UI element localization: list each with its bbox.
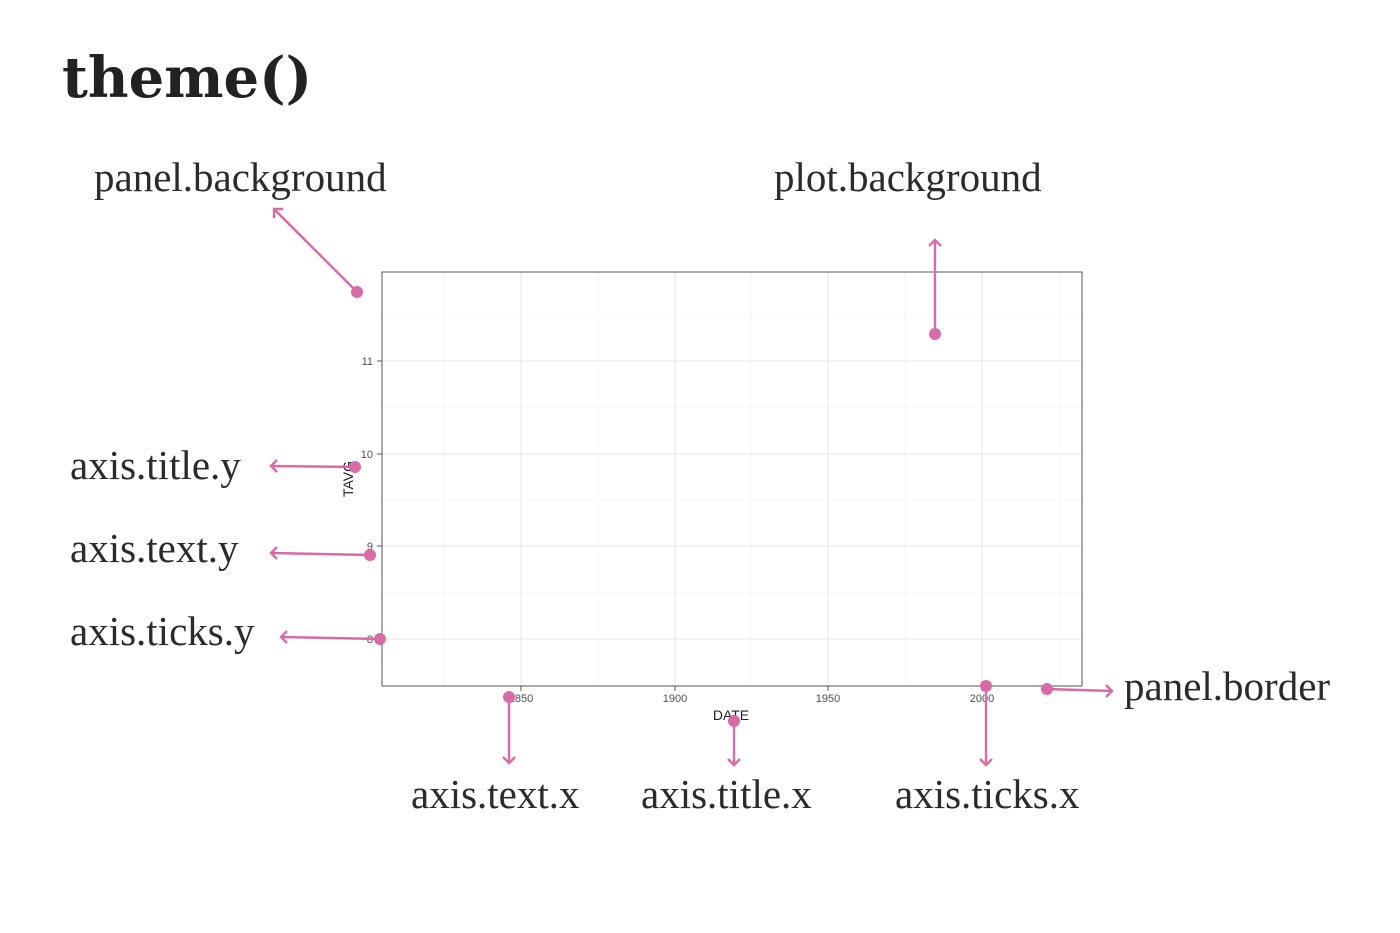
arrowhead-icon xyxy=(928,238,942,247)
anchor-dot xyxy=(349,461,361,473)
y-tick-label: 9 xyxy=(367,541,373,553)
arrowhead-icon xyxy=(272,207,283,218)
panel-grid xyxy=(382,272,1082,686)
x-axis-title: DATE xyxy=(713,707,749,723)
axis-ticks-y-arrow xyxy=(280,635,381,641)
anchor-dot xyxy=(351,286,363,298)
arrowhead-icon xyxy=(502,756,516,765)
panel-background-arrow xyxy=(273,208,358,293)
page-title: theme() xyxy=(62,45,312,111)
y-tick-label: 8 xyxy=(367,634,373,646)
y-tick-label: 11 xyxy=(362,356,373,368)
arrowhead-icon xyxy=(979,758,993,767)
anchor-dot xyxy=(503,691,515,703)
callout-axis-ticks-x: axis.ticks.x xyxy=(895,771,1079,817)
anchor-dot xyxy=(728,715,740,727)
anchor-dot xyxy=(929,328,941,340)
anchor-dot xyxy=(374,633,386,645)
x-tick-label: 1900 xyxy=(663,693,687,705)
callout-axis-title-x: axis.title.x xyxy=(641,771,812,817)
arrowhead-icon xyxy=(1105,684,1114,698)
anchor-dot xyxy=(364,549,376,561)
callout-axis-title-y: axis.title.y xyxy=(70,442,241,488)
panel-border xyxy=(381,271,1083,687)
arrowhead-icon xyxy=(269,459,278,473)
y-tick-label: 10 xyxy=(361,449,373,461)
anchor-dot xyxy=(1041,683,1053,695)
callout-panel-border: panel.border xyxy=(1124,663,1330,709)
arrowhead-icon xyxy=(269,546,278,560)
callout-axis-text-x: axis.text.x xyxy=(411,771,580,817)
panel-border-outline xyxy=(381,271,1083,687)
x-tick-label: 2000 xyxy=(970,693,994,705)
arrowhead-icon xyxy=(279,630,288,644)
arrowhead-icon xyxy=(727,758,741,767)
callout-plot-background: plot.background xyxy=(774,154,1042,200)
axis-title-y-arrow xyxy=(270,464,356,469)
callout-axis-text-y: axis.text.y xyxy=(70,525,239,571)
plot-panel: 11 10 9 8 1850 1900 1950 2000 DATE TAVG xyxy=(340,271,1083,723)
callout-arrows xyxy=(269,207,1114,767)
callout-axis-ticks-y: axis.ticks.y xyxy=(70,608,255,654)
x-tick-label: 1950 xyxy=(816,693,840,705)
callout-panel-background: panel.background xyxy=(94,154,387,200)
panel-border-arrow xyxy=(1046,687,1113,693)
anchor-dot xyxy=(980,680,992,692)
axis-text-y-arrow xyxy=(270,551,371,557)
